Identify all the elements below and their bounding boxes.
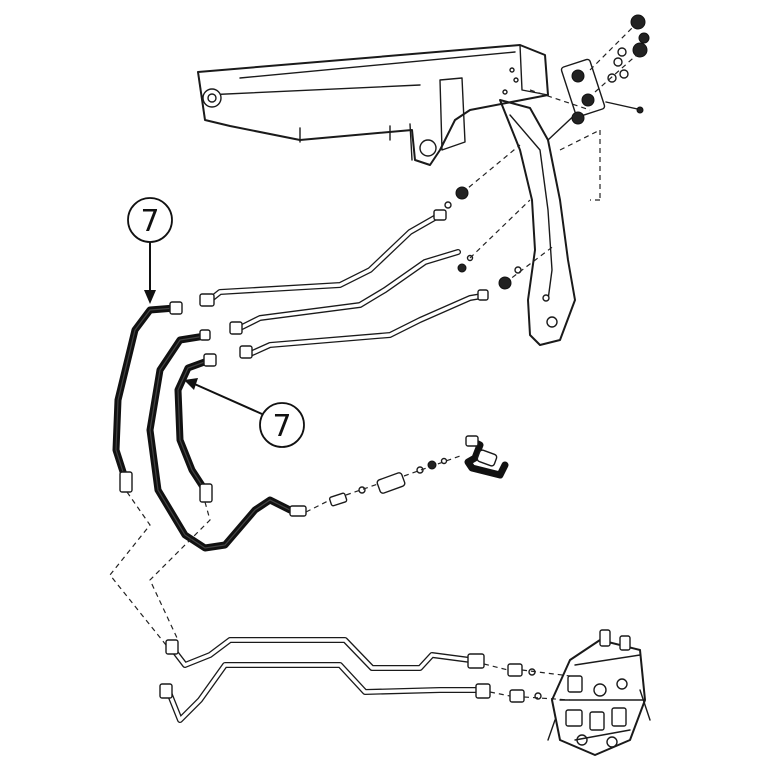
tower-frame <box>499 99 581 346</box>
control-valve <box>547 629 651 756</box>
dashed-leaders <box>109 199 600 651</box>
loader-arm <box>197 44 549 166</box>
inline-fittings <box>305 435 509 513</box>
steel-lines-lower <box>159 637 571 723</box>
hydraulic-hoses <box>112 301 307 552</box>
valve-block-top <box>529 14 650 200</box>
callout-mid: 7 <box>184 378 305 448</box>
callout-top-label: 7 <box>140 204 159 239</box>
tower-fittings <box>444 144 556 290</box>
callout-mid-label: 7 <box>272 409 291 444</box>
callout-top: 7 <box>127 197 173 304</box>
steel-lines-upper <box>199 209 489 359</box>
